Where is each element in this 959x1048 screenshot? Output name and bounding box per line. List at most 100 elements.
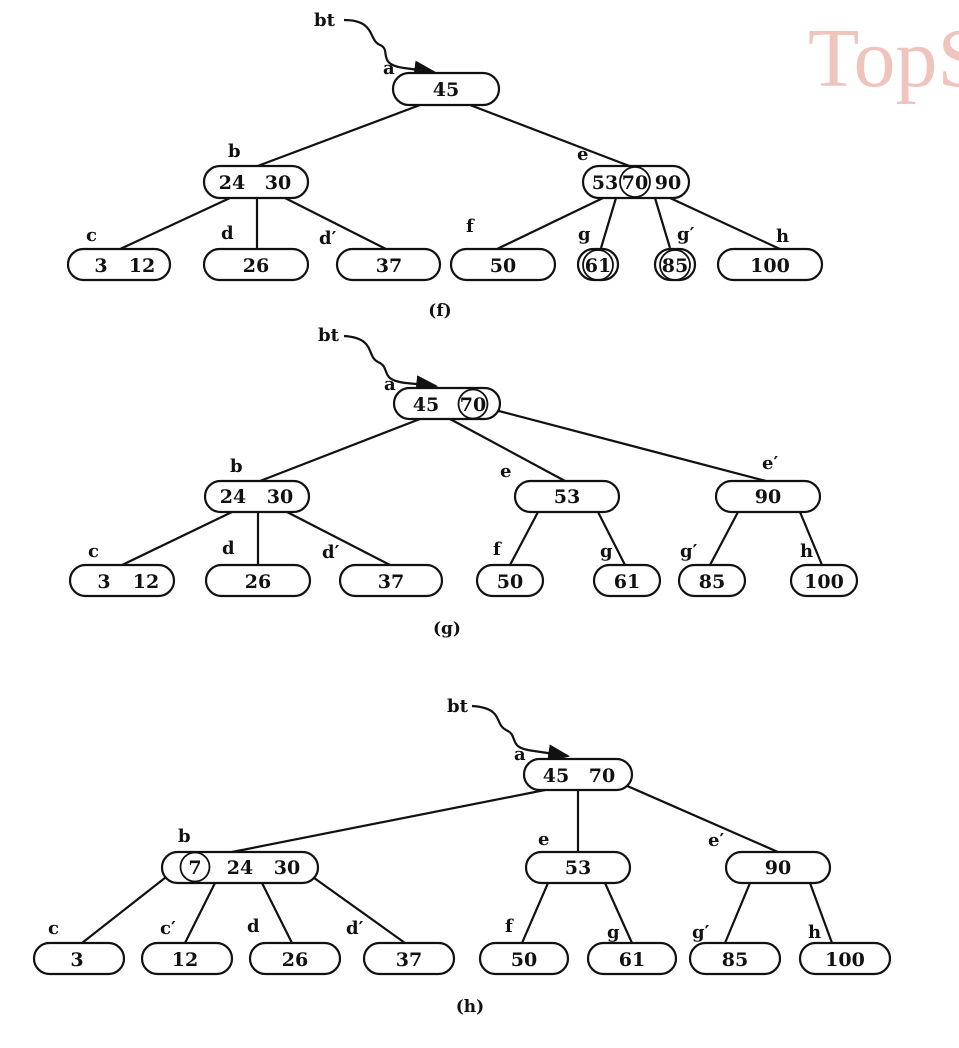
node-key: 26	[243, 255, 269, 277]
edge-a-e	[469, 103, 633, 169]
btree-node-a: a 45	[383, 58, 501, 107]
edge-a-b	[259, 417, 421, 483]
node-label: b	[230, 456, 243, 477]
node-label: d′	[319, 228, 337, 249]
btree-node-g-prime: g′ 85	[688, 922, 782, 976]
node-label: f	[493, 539, 502, 560]
node-key: 53	[554, 486, 580, 508]
node-key-circled: 7	[188, 857, 201, 879]
node-label: e	[538, 829, 549, 850]
edge-b-c2	[184, 882, 216, 944]
diagram-f: bt a 45 b 24 30 e 53 70	[66, 10, 824, 321]
btree-node-d: d 26	[204, 538, 312, 598]
root-pointer-arrow	[343, 18, 437, 79]
node-label: f	[505, 916, 514, 937]
node-label: a	[514, 744, 526, 765]
node-key: 30	[265, 172, 291, 194]
edge-b-c	[117, 197, 231, 251]
node-key: 85	[722, 949, 748, 971]
btree-node-b: b 24 30	[203, 456, 311, 514]
btree-node-d-prime: d′ 37	[322, 542, 444, 598]
edge-a-e2	[494, 408, 767, 483]
highlight-circle	[659, 249, 691, 281]
node-key: 90	[655, 172, 681, 194]
node-key: 53	[592, 172, 618, 194]
node-label: c	[86, 225, 97, 246]
node-key: 12	[172, 949, 198, 971]
node-key: 53	[565, 857, 591, 879]
edge-e-f	[520, 882, 550, 944]
node-key: 37	[378, 571, 404, 593]
node-label: g	[600, 541, 613, 562]
btree-node-e: e 53 70 90	[577, 144, 691, 200]
node-key: 30	[267, 486, 293, 508]
highlight-circle	[457, 388, 489, 420]
edge-e-f	[509, 511, 539, 566]
node-label: a	[384, 374, 396, 395]
diagram-caption: (g)	[433, 619, 461, 639]
node-label: e′	[708, 830, 724, 851]
node-key: 24	[227, 857, 253, 879]
edge-a-b	[231, 788, 546, 854]
edge-e-g	[597, 511, 626, 566]
root-pointer-label: bt	[447, 696, 469, 717]
root-pointer-label: bt	[314, 10, 336, 31]
btree-node-d-prime: d′ 37	[346, 918, 456, 976]
btree-node-c: c 3 12	[68, 541, 176, 598]
node-label: d	[221, 223, 234, 244]
edge-e-g2	[653, 197, 672, 249]
node-key-circled: 70	[622, 172, 648, 194]
btree-node-d: d 26	[247, 916, 342, 976]
node-label: f	[466, 216, 475, 237]
node-key: 24	[219, 172, 245, 194]
node-key: 12	[129, 255, 155, 277]
node-key: 24	[220, 486, 246, 508]
node-key: 50	[497, 571, 523, 593]
btree-node-f: f 50	[475, 539, 545, 598]
btree-node-g: g 61	[586, 922, 678, 976]
edge-e2-h	[798, 511, 824, 566]
node-label: c	[88, 541, 99, 562]
edge-e2-h	[808, 882, 834, 944]
btree-node-g: g 61	[592, 541, 662, 598]
node-label: d	[247, 916, 260, 937]
node-key: 37	[396, 949, 422, 971]
node-label: c	[48, 918, 59, 939]
edge-e2-g2	[723, 882, 752, 944]
node-label: e′	[762, 453, 778, 474]
btree-node-e: e 53	[500, 461, 621, 514]
edge-a-b	[254, 103, 421, 169]
node-key: 100	[804, 571, 844, 593]
btree-node-f: f 50	[478, 916, 570, 976]
node-key: 12	[133, 571, 159, 593]
node-key: 30	[274, 857, 300, 879]
node-key: 100	[825, 949, 865, 971]
btree-node-c: c 3 12	[66, 225, 172, 282]
node-label: g	[607, 922, 620, 943]
btree-node-b: b 7 24 30	[160, 826, 320, 885]
root-pointer-label: bt	[318, 325, 340, 346]
node-key: 90	[765, 857, 791, 879]
node-key: 45	[413, 394, 439, 416]
node-label: g	[578, 224, 591, 245]
btree-node-e: e 53	[524, 829, 632, 885]
node-key: 70	[589, 765, 615, 787]
edge-e-g	[599, 197, 618, 249]
node-label: g′	[677, 224, 695, 245]
node-label: h	[808, 922, 821, 943]
edge-b-d2	[284, 197, 389, 251]
highlight-circle	[179, 851, 211, 883]
node-key: 3	[94, 255, 107, 277]
node-key: 85	[699, 571, 725, 593]
btree-node-h: h 100	[798, 922, 892, 976]
node-label: g′	[680, 541, 698, 562]
edge-e-g	[603, 882, 634, 944]
node-label: d	[222, 538, 235, 559]
btree-node-h: h 100	[789, 541, 859, 598]
node-key: 50	[511, 949, 537, 971]
edge-e-f	[494, 197, 604, 251]
btree-node-a: a 45 70	[384, 374, 502, 421]
btree-node-f: f 50	[449, 216, 557, 282]
